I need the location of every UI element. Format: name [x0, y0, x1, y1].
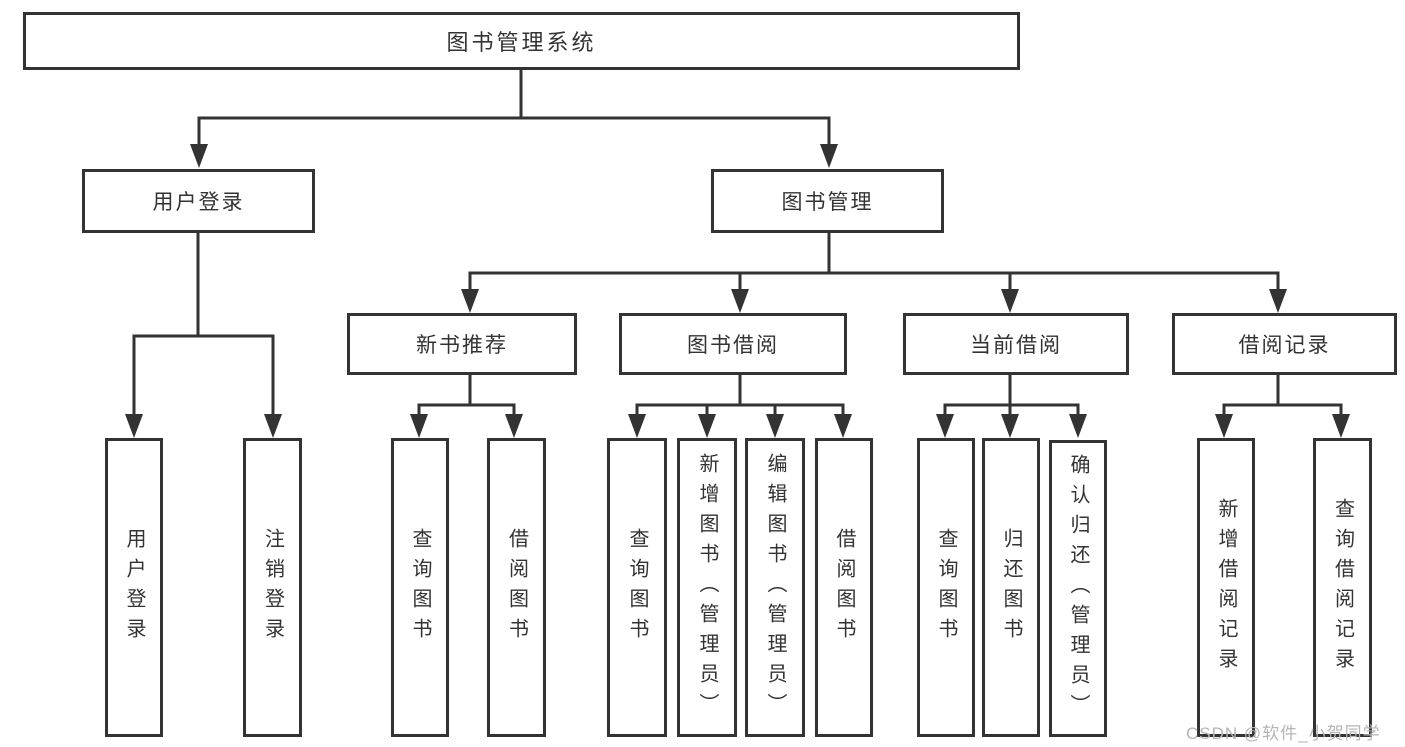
node-label: 图书管理系统 [446, 30, 597, 55]
arrowhead [190, 144, 208, 168]
leaf-return-books: 归还图书 [982, 438, 1040, 737]
connector-root [190, 70, 838, 168]
connector-book-borrowing [628, 375, 852, 438]
arrowhead [834, 414, 852, 438]
node-label: 图书借阅 [687, 334, 779, 357]
watermark: CSDN @软件_小贺同学 [1186, 724, 1381, 743]
arrowhead [1069, 414, 1087, 438]
connector-user-login [125, 233, 282, 438]
arrowhead [936, 414, 954, 438]
arrowhead [1001, 289, 1019, 313]
leaf-add-borrow-record: 新增借阅记录 [1197, 438, 1255, 737]
node-borrowing-records: 借阅记录 [1172, 313, 1397, 375]
leaf-query-books-3: 查询图书 [917, 438, 975, 737]
arrowhead [264, 414, 282, 438]
arrowhead [461, 289, 479, 313]
node-label: 新书推荐 [416, 334, 508, 357]
leaf-query-borrow-record: 查询借阅记录 [1313, 438, 1372, 737]
node-user-login: 用户登录 [82, 169, 315, 233]
arrowhead [698, 414, 716, 438]
arrowhead [1001, 414, 1019, 438]
connector-borrowing-records [1215, 375, 1350, 438]
arrowhead [410, 414, 428, 438]
leaf-query-books-1: 查询图书 [391, 438, 449, 737]
node-label: 图书管理 [781, 191, 874, 214]
leaf-query-books-2: 查询图书 [607, 438, 667, 737]
leaf-confirm-return-admin: 确认归还（管理员） [1049, 440, 1107, 737]
arrowhead [1332, 414, 1350, 438]
arrowhead [125, 414, 143, 438]
node-label: 用户登录 [152, 191, 245, 214]
arrowhead [1269, 289, 1287, 313]
arrowhead [820, 144, 838, 168]
node-label: 借阅记录 [1238, 334, 1331, 357]
leaf-logout: 注销登录 [243, 438, 302, 737]
connector-current-borrowing [936, 375, 1087, 438]
leaf-add-book-admin: 新增图书（管理员） [677, 438, 737, 737]
node-current-borrowing: 当前借阅 [903, 313, 1129, 375]
node-label: 当前借阅 [970, 334, 1062, 357]
leaf-edit-book-admin: 编辑图书（管理员） [745, 438, 805, 737]
node-library-management-system: 图书管理系统 [23, 12, 1020, 70]
arrowhead [505, 414, 523, 438]
node-new-book-recommendation: 新书推荐 [347, 313, 577, 375]
leaf-borrow-books-2: 借阅图书 [815, 438, 873, 737]
arrowhead [1215, 414, 1233, 438]
arrowhead [766, 414, 784, 438]
leaf-borrow-books-1: 借阅图书 [487, 438, 546, 737]
connector-book-management [461, 233, 1287, 313]
arrowhead [628, 414, 646, 438]
node-book-management: 图书管理 [711, 169, 944, 233]
arrowhead [731, 289, 749, 313]
leaf-user-login: 用户登录 [105, 438, 163, 737]
connector-new-book-recommendation [410, 375, 523, 438]
node-book-borrowing: 图书借阅 [619, 313, 847, 375]
